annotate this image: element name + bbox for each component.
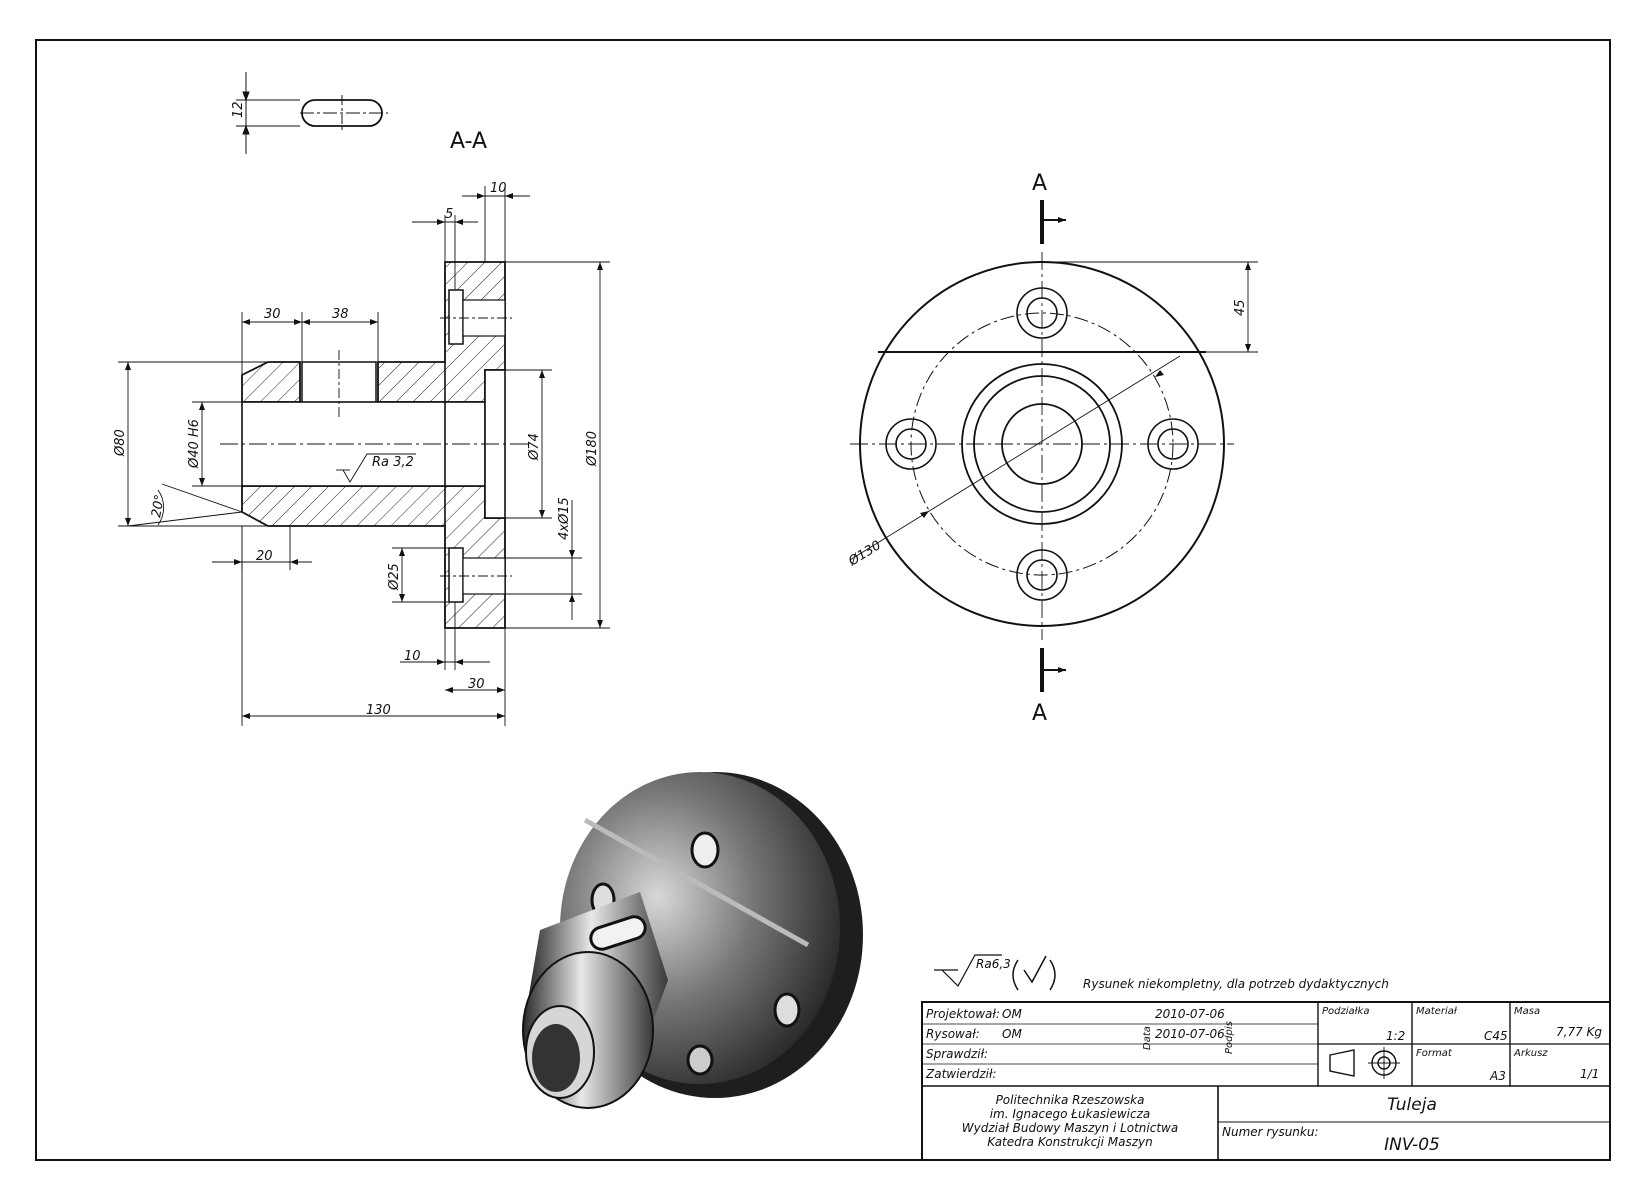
- tb-rysowal-date: 2010-07-06: [1155, 1027, 1225, 1041]
- tb-material-value: C45: [1484, 1029, 1508, 1043]
- tb-masa-value: 7,77 Kg: [1556, 1025, 1602, 1039]
- front-view-arrowheads: [920, 217, 1251, 673]
- dim-10-bottom: 10: [404, 649, 421, 664]
- dim-30-top: 30: [264, 307, 281, 322]
- tb-projektowal-date: 2010-07-06: [1155, 1007, 1225, 1021]
- dim-130: 130: [366, 703, 391, 718]
- section-hatch-lower: [241, 485, 506, 629]
- dim-45: 45: [1233, 299, 1248, 316]
- cut-label-top: A: [1032, 171, 1047, 196]
- section-dimensions: [118, 186, 610, 726]
- dim-dia180: Ø180: [585, 431, 600, 467]
- dim-holes: 4xØ15: [557, 497, 572, 540]
- section-arrowheads: [125, 193, 603, 719]
- dim-dia74: Ø74: [527, 433, 542, 461]
- tb-org-line4: Katedra Konstrukcji Maszyn: [987, 1135, 1152, 1149]
- tb-number-value: INV-05: [1384, 1135, 1440, 1155]
- roughness-value: Ra6,3: [976, 957, 1011, 971]
- tb-rysowal-value: OM: [1002, 1027, 1022, 1041]
- dim-dia40: Ø40 H6: [187, 419, 202, 469]
- tb-org-line1: Politechnika Rzeszowska: [996, 1093, 1145, 1107]
- tb-format-value: A3: [1489, 1069, 1506, 1083]
- dim-slot-width: 12: [231, 101, 246, 118]
- tb-rysowal-label: Rysował:: [926, 1027, 980, 1041]
- dim-dia25: Ø25: [387, 563, 402, 591]
- tb-org-line3: Wydział Budowy Maszyn i Lotnictwa: [962, 1121, 1178, 1135]
- section-view: [220, 261, 530, 629]
- dim-30-bottom: 30: [468, 677, 485, 692]
- tb-podzialka-value: 1:2: [1386, 1029, 1405, 1043]
- tb-masa-label: Masa: [1514, 1006, 1540, 1017]
- dim-20: 20: [256, 549, 273, 564]
- cut-label-bottom: A: [1032, 701, 1047, 726]
- tb-arkusz-value: 1/1: [1580, 1067, 1599, 1081]
- drawing-frame: [35, 39, 1611, 1161]
- tb-sprawdzil-label: Sprawdził:: [926, 1047, 988, 1061]
- tb-part-name: Tuleja: [1387, 1095, 1437, 1115]
- dim-ra: Ra 3,2: [372, 455, 414, 470]
- dim-5: 5: [445, 207, 453, 222]
- tb-org-line2: im. Ignacego Łukasiewicza: [990, 1107, 1151, 1121]
- roughness-symbol: [934, 954, 1056, 991]
- tb-projektowal-value: OM: [1002, 1007, 1022, 1021]
- slot-detail: [236, 72, 388, 154]
- tb-number-label: Numer rysunku:: [1222, 1125, 1319, 1139]
- front-view: [849, 200, 1258, 692]
- tb-data-label: Data: [1142, 1026, 1153, 1050]
- tb-zatwierdzil-label: Zatwierdził:: [925, 1067, 996, 1081]
- dim-10-top: 10: [490, 181, 507, 196]
- isometric-render: [522, 772, 863, 1109]
- dim-dia130: Ø130: [845, 538, 884, 570]
- tb-arkusz-label: Arkusz: [1513, 1048, 1548, 1059]
- tb-projektowal-label: Projektował:: [926, 1007, 1000, 1021]
- tb-material-label: Materiał: [1416, 1006, 1458, 1017]
- tb-podpis-label: Podpis: [1224, 1021, 1235, 1054]
- drawing-remark: Rysunek niekompletny, dla potrzeb dydakt…: [1083, 977, 1389, 991]
- dim-angle: 20°: [149, 493, 168, 518]
- tb-format-label: Format: [1416, 1048, 1453, 1059]
- dim-dia80: Ø80: [113, 429, 128, 457]
- tb-podzialka-label: Podziałka: [1322, 1006, 1369, 1017]
- dim-38: 38: [332, 307, 349, 322]
- title-block: [921, 1001, 1611, 1161]
- section-title: A-A: [450, 129, 487, 154]
